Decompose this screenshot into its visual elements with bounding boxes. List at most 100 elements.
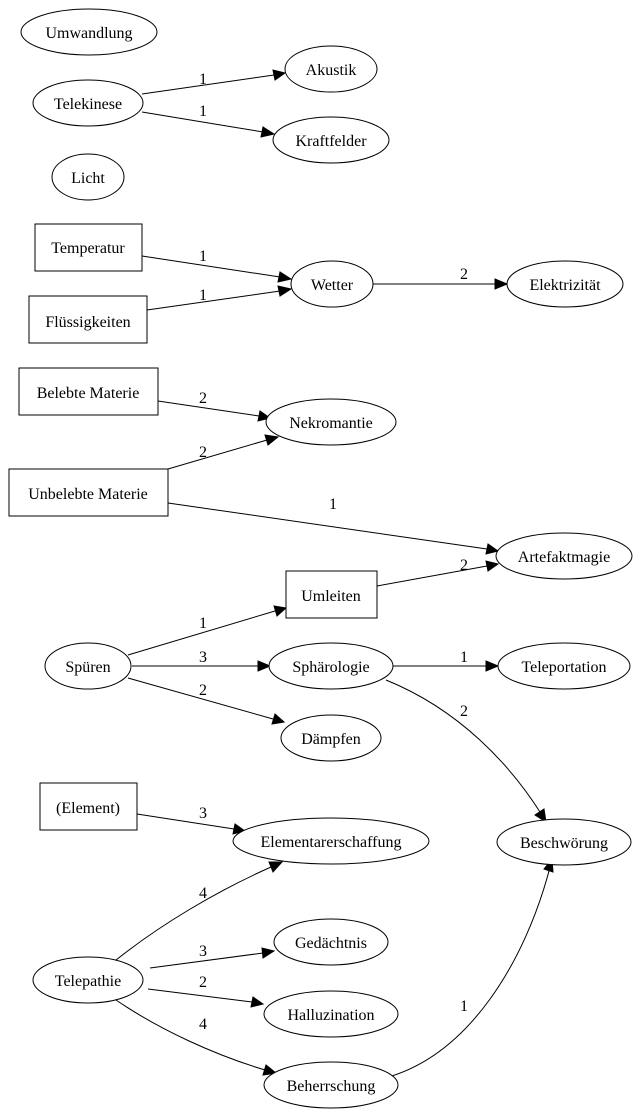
edge-telepathie-gedaechtnis-arrowhead — [261, 947, 276, 959]
node-akustik-shape — [284, 45, 378, 93]
edge-beherrschung-beschwoerung — [384, 870, 550, 1079]
node-fluessigkeiten: Flüssigkeiten — [28, 295, 148, 344]
edge-spueren-umleiten — [127, 610, 276, 656]
node-umleiten-label: Umleiten — [301, 588, 361, 605]
nodes: Umwandlung Telekinese Akustik Kraftfelde… — [8, 8, 633, 1109]
node-nekromantie-label: Nekromantie — [289, 415, 373, 432]
node-beherrschung: Beherrschung — [263, 1061, 399, 1109]
node-halluzination-label: Halluzination — [287, 1007, 374, 1024]
node-beschwoerung: Beschwörung — [496, 818, 632, 866]
node-teleportation: Teleportation — [497, 642, 631, 690]
edge-wetter-elektrizitaet-arrowhead — [494, 278, 509, 290]
node-kraftfelder-shape — [272, 116, 390, 164]
node-telekinese-label: Telekinese — [54, 96, 122, 113]
edge-label-temperatur-wetter: 1 — [199, 248, 207, 265]
node-beherrschung-shape — [263, 1061, 399, 1109]
node-umleiten: Umleiten — [285, 570, 378, 619]
node-temperatur-shape — [34, 223, 143, 272]
node-belebte-materie-label: Belebte Materie — [37, 385, 140, 402]
edge-label-sphaerologie-teleportation: 1 — [460, 649, 468, 666]
edge-label-sphaerologie-beschwoerung: 2 — [460, 703, 468, 720]
node-gedaechtnis: Gedächtnis — [273, 918, 389, 966]
edge-labels: 1 1 1 1 2 2 2 1 2 1 3 2 1 2 3 4 3 2 4 1 — [199, 71, 468, 1033]
node-beschwoerung-label: Beschwörung — [520, 835, 608, 852]
node-sphaerologie-shape — [268, 642, 394, 690]
edge-spueren-umleiten-arrowhead — [273, 605, 288, 617]
edge-unbelebte-artefaktmagie — [167, 502, 488, 550]
edge-telepathie-beherrschung — [115, 999, 266, 1071]
node-elementarerschaffung: Elementarerschaffung — [232, 817, 430, 865]
edge-label-telekinese-kraftfelder: 1 — [199, 103, 207, 120]
node-unbelebte-materie: Unbelebte Materie — [8, 468, 169, 517]
edge-telepathie-beherrschung-arrowhead — [262, 1064, 278, 1076]
node-telepathie-shape — [32, 956, 144, 1004]
edge-label-unbelebte-artefaktmagie: 1 — [329, 496, 337, 513]
edge-sphaerologie-beschwoerung-arrowhead — [534, 808, 547, 824]
edge-umleiten-artefaktmagie-arrowhead — [485, 560, 500, 572]
node-telekinese: Telekinese — [32, 79, 144, 127]
edge-label-element-elementarerschaffung: 3 — [199, 805, 207, 822]
node-umwandlung: Umwandlung — [20, 8, 158, 56]
node-elektrizitaet-label: Elektrizität — [529, 277, 601, 294]
node-temperatur-label: Temperatur — [51, 240, 125, 257]
edge-label-umleiten-artefaktmagie: 2 — [460, 557, 468, 574]
edge-label-telekinese-akustik: 1 — [199, 71, 207, 88]
node-elementarerschaffung-shape — [232, 817, 430, 865]
edge-fluessigkeiten-wetter-arrowhead — [277, 285, 293, 297]
node-akustik: Akustik — [284, 45, 378, 93]
edge-element-elementarerschaffung — [136, 813, 235, 830]
node-element-shape — [39, 782, 138, 831]
edge-temperatur-wetter — [141, 255, 281, 278]
edges — [115, 69, 554, 1079]
edge-belebte-nekromantie — [157, 400, 260, 417]
edge-label-wetter-elektrizitaet: 2 — [460, 266, 468, 283]
edge-label-telepathie-beherrschung: 4 — [199, 1016, 207, 1033]
edge-spueren-sphaerologie-arrowhead — [257, 660, 272, 672]
node-teleportation-shape — [497, 642, 631, 690]
edge-telepathie-gedaechtnis — [149, 952, 264, 969]
edge-label-belebte-nekromantie: 2 — [199, 390, 207, 407]
node-artefaktmagie-shape — [495, 532, 633, 580]
edge-sphaerologie-beschwoerung — [385, 679, 541, 813]
node-telepathie-label: Telepathie — [55, 973, 121, 990]
node-element-label: (Element) — [56, 800, 120, 817]
edge-telepathie-halluzination — [147, 988, 253, 1003]
edge-spueren-daempfen — [127, 677, 274, 720]
node-telekinese-shape — [32, 79, 144, 127]
edge-label-telepathie-gedaechtnis: 3 — [199, 943, 207, 960]
edge-label-fluessigkeiten-wetter: 1 — [199, 287, 207, 304]
node-wetter-label: Wetter — [311, 277, 354, 294]
node-spueren-label: Spüren — [65, 659, 110, 676]
node-unbelebte-materie-label: Unbelebte Materie — [28, 486, 148, 503]
node-licht-label: Licht — [71, 170, 105, 187]
node-artefaktmagie-label: Artefaktmagie — [518, 549, 610, 566]
node-telepathie: Telepathie — [32, 956, 144, 1004]
node-daempfen-shape — [280, 714, 382, 762]
node-belebte-materie-shape — [18, 367, 159, 416]
node-elektrizitaet-shape — [506, 260, 624, 308]
node-daempfen-label: Dämpfen — [301, 731, 361, 748]
node-sphaerologie: Sphärologie — [268, 642, 394, 690]
edge-telepathie-elementarerschaffung-arrowhead — [268, 861, 284, 873]
edge-spueren-daempfen-arrowhead — [271, 713, 286, 725]
node-elementarerschaffung-label: Elementarerschaffung — [261, 834, 402, 851]
node-daempfen: Dämpfen — [280, 714, 382, 762]
node-halluzination: Halluzination — [263, 990, 399, 1038]
node-sphaerologie-label: Sphärologie — [292, 659, 369, 676]
edge-label-telepathie-halluzination: 2 — [199, 974, 207, 991]
edge-label-spueren-sphaerologie: 3 — [199, 649, 207, 666]
node-umwandlung-shape — [20, 8, 158, 56]
edge-telekinese-akustik-arrowhead — [272, 69, 287, 81]
edge-unbelebte-nekromantie-arrowhead — [264, 434, 280, 446]
node-gedaechtnis-label: Gedächtnis — [295, 935, 367, 952]
edge-fluessigkeiten-wetter — [146, 290, 281, 311]
edge-sphaerologie-teleportation-arrowhead — [485, 660, 500, 672]
node-element: (Element) — [39, 782, 138, 831]
edge-label-spueren-daempfen: 2 — [199, 682, 207, 699]
node-spueren: Spüren — [44, 642, 132, 690]
node-gedaechtnis-shape — [273, 918, 389, 966]
node-fluessigkeiten-shape — [28, 295, 148, 344]
edge-unbelebte-nekromantie — [167, 439, 268, 470]
node-unbelebte-materie-shape — [8, 468, 169, 517]
